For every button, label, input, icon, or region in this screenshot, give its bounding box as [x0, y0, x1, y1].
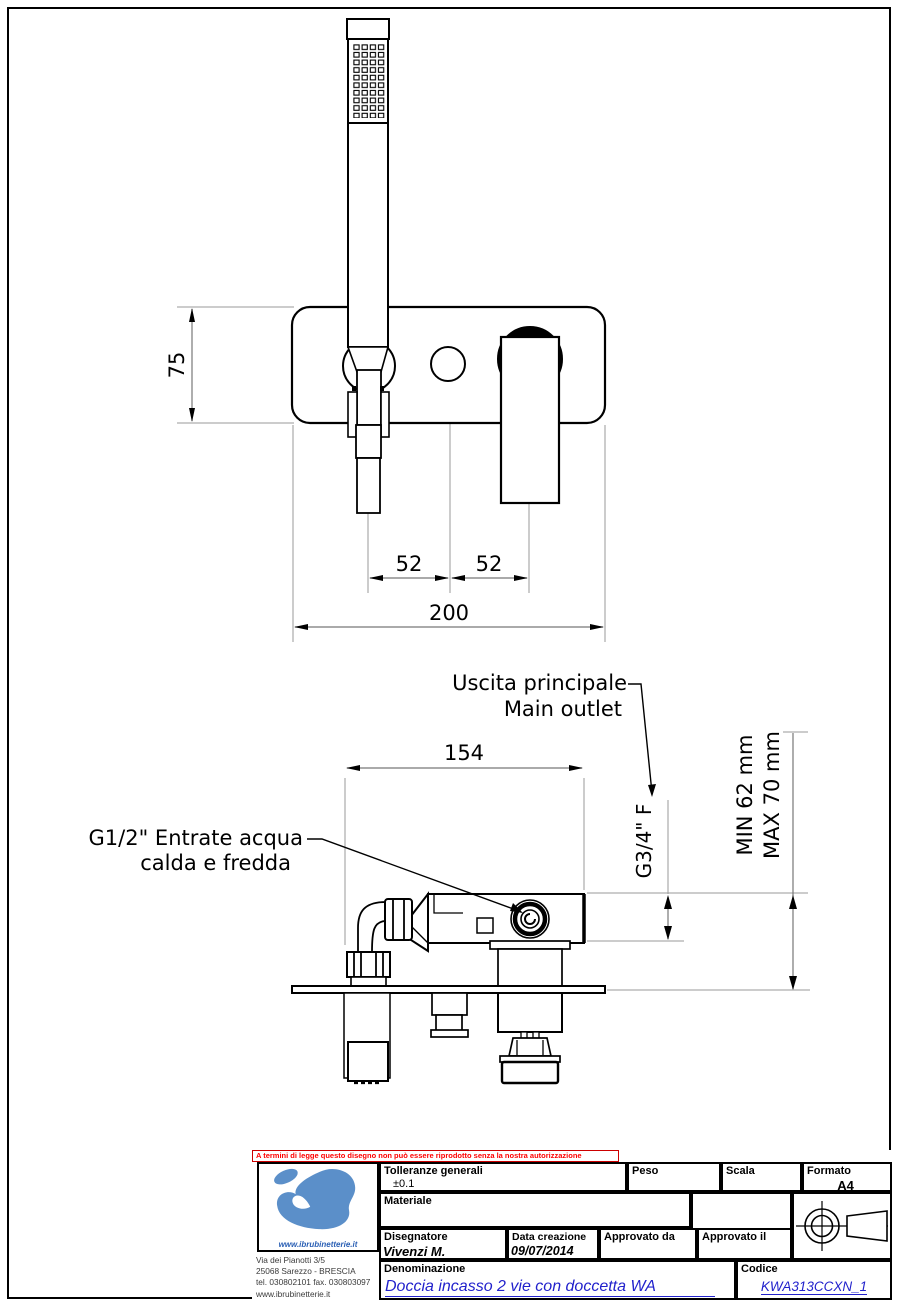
main-outlet: [510, 899, 550, 939]
codice-cell: Codice KWA313CCXN_1: [736, 1260, 892, 1300]
mixer-handle-front: [497, 326, 563, 505]
min-depth-text: MIN 62 mm: [733, 734, 757, 855]
svg-text:calda e fredda: calda e fredda: [140, 851, 291, 875]
label-outlet-thread: G3/4" F: [632, 804, 656, 879]
company-logo: [274, 1168, 356, 1230]
label-main-outlet: Uscita principale Main outlet: [452, 671, 656, 797]
disegnatore-value: Vivenzi M.: [383, 1244, 446, 1259]
temporary-knob: [500, 1060, 560, 1085]
first-angle-projection-icon: [796, 1201, 888, 1251]
dim-75: 75: [165, 308, 195, 422]
spray-face: [353, 44, 385, 118]
data-creazione-cell: Data creazione 09/07/2014: [507, 1228, 599, 1260]
tolleranze-cell: Tolleranze generali ±0.1: [379, 1162, 627, 1192]
wall-plate-edge: [291, 985, 606, 994]
svg-text:Main outlet: Main outlet: [504, 697, 622, 721]
svg-text:52: 52: [396, 552, 423, 576]
codice-value: KWA313CCXN_1: [760, 1279, 868, 1295]
svg-text:200: 200: [429, 601, 469, 625]
side-view: 154 MIN 62 mm MAX 70 mm Uscita principal…: [89, 671, 810, 1085]
max-depth-text: MAX 70 mm: [760, 731, 784, 859]
dim-200: 200: [294, 601, 604, 630]
label-water-inlets: G1/2" Entrate acqua calda e fredda: [89, 826, 523, 913]
dim-75-text: 75: [165, 352, 189, 379]
dim-52-left: 52: [369, 552, 449, 581]
legal-notice: A termini di legge questo disegno non pu…: [252, 1150, 619, 1162]
diverter-button: [430, 346, 466, 382]
peso-cell: Peso: [627, 1162, 721, 1192]
dim-154: 154: [346, 741, 583, 771]
svg-text:G1/2" Entrate acqua: G1/2" Entrate acqua: [89, 826, 303, 850]
mounting-box: [489, 940, 571, 988]
svg-text:52: 52: [476, 552, 503, 576]
data-creazione-value: 09/07/2014: [511, 1244, 574, 1258]
svg-text:Uscita principale: Uscita principale: [452, 671, 627, 695]
formato-cell: Formato A4: [802, 1162, 892, 1193]
scala-cell: Scala: [721, 1162, 802, 1192]
inlet-elbow: [346, 898, 413, 988]
cartridge-window: [476, 917, 494, 934]
dim-body-depth: [664, 895, 672, 940]
below-plate-parts: [343, 992, 563, 1085]
formato-value: A4: [837, 1178, 854, 1193]
approvato-il-cell: Approvato il: [697, 1228, 792, 1260]
materiale-cell: Materiale: [379, 1192, 691, 1228]
tolleranze-value: ±0.1: [393, 1178, 415, 1190]
dim-min-max: MIN 62 mm MAX 70 mm: [733, 731, 797, 990]
title-block: A termini di legge questo disegno non pu…: [252, 1150, 892, 1300]
front-view: 75 52 52 200: [165, 18, 607, 642]
logo-website: www.ibrubinetterie.it: [278, 1240, 358, 1249]
denominazione-cell: Denominazione Doccia incasso 2 vie con d…: [379, 1260, 736, 1300]
dim-52-right: 52: [451, 552, 528, 581]
svg-text:154: 154: [444, 741, 484, 765]
logo-cell: www.ibrubinetterie.it: [257, 1162, 379, 1252]
approvato-da-cell: Approvato da: [599, 1228, 697, 1260]
company-address: Via dei Pianotti 3/5 25068 Sarezzo - BRE…: [256, 1255, 371, 1299]
disegnatore-cell: Disegnatore Vivenzi M.: [379, 1228, 507, 1260]
projection-cell: [792, 1192, 892, 1260]
technical-drawing: 75 52 52 200: [89, 18, 810, 1085]
denominazione-value: Doccia incasso 2 vie con doccetta WA: [385, 1278, 715, 1297]
handshower: [342, 18, 396, 514]
